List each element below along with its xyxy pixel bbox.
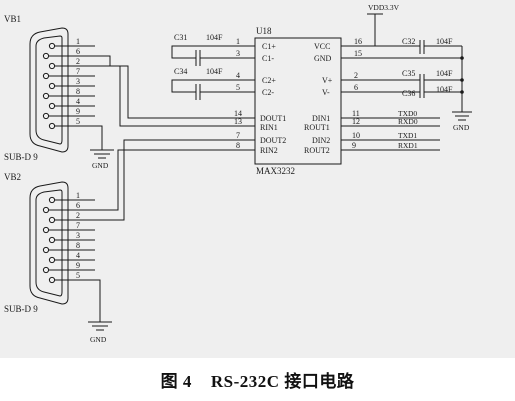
svg-text:5: 5 bbox=[236, 83, 240, 92]
ic-ref: U18 bbox=[256, 26, 272, 36]
svg-text:3: 3 bbox=[236, 49, 240, 58]
svg-text:7: 7 bbox=[236, 131, 240, 140]
svg-text:6: 6 bbox=[76, 201, 80, 210]
svg-text:DOUT1: DOUT1 bbox=[260, 114, 286, 123]
vdd-label: VDD3.3V bbox=[368, 3, 400, 12]
svg-text:5: 5 bbox=[76, 271, 80, 280]
connector-vb1-ref: VB1 bbox=[4, 14, 21, 24]
connector-vb2-pin-labels: 1 6 2 7 3 8 4 9 5 bbox=[76, 191, 80, 280]
svg-text:6: 6 bbox=[354, 83, 358, 92]
svg-text:7: 7 bbox=[76, 221, 80, 230]
connector-vb1-pin-labels: 1 6 2 7 3 8 4 9 5 bbox=[76, 37, 80, 126]
svg-text:GND: GND bbox=[314, 54, 332, 63]
svg-text:V-: V- bbox=[322, 88, 330, 97]
cap-c36-ref: C36 bbox=[402, 89, 415, 98]
net-rxd0: RXD0 bbox=[398, 117, 418, 126]
svg-text:6: 6 bbox=[76, 47, 80, 56]
cap-c31-value: 104F bbox=[206, 33, 223, 42]
svg-text:V+: V+ bbox=[322, 76, 333, 85]
svg-text:12: 12 bbox=[352, 117, 360, 126]
svg-text:1: 1 bbox=[236, 37, 240, 46]
svg-text:11: 11 bbox=[352, 109, 360, 118]
cap-c32-value: 104F bbox=[436, 37, 453, 46]
gnd-label-vb2: GND bbox=[90, 335, 107, 344]
svg-text:1: 1 bbox=[76, 37, 80, 46]
connector-vb2-type: SUB-D 9 bbox=[4, 304, 38, 314]
svg-text:2: 2 bbox=[76, 57, 80, 66]
svg-text:4: 4 bbox=[236, 71, 240, 80]
svg-text:13: 13 bbox=[234, 117, 242, 126]
net-rxd1: RXD1 bbox=[398, 141, 418, 150]
svg-text:2: 2 bbox=[76, 211, 80, 220]
ic-part: MAX3232 bbox=[256, 166, 295, 176]
ic-left-pin-names: C1+ C1- C2+ C2- DOUT1 RIN1 DOUT2 RIN2 bbox=[260, 42, 286, 155]
cap-c31-ref: C31 bbox=[174, 33, 187, 42]
svg-text:16: 16 bbox=[354, 37, 362, 46]
ic-right-pin-names: VCC GND V+ V- DIN1 ROUT1 DIN2 ROUT2 bbox=[304, 42, 333, 155]
rs232-schematic: VB1 SUB-D 9 1 6 2 7 3 8 4 9 5 GND VB2 SU… bbox=[0, 0, 515, 358]
svg-text:5: 5 bbox=[76, 117, 80, 126]
svg-text:RIN1: RIN1 bbox=[260, 123, 278, 132]
svg-text:ROUT1: ROUT1 bbox=[304, 123, 330, 132]
svg-text:C2+: C2+ bbox=[262, 76, 276, 85]
svg-text:8: 8 bbox=[76, 241, 80, 250]
connector-vb2-body bbox=[29, 181, 69, 305]
svg-text:9: 9 bbox=[352, 141, 356, 150]
svg-text:2: 2 bbox=[354, 71, 358, 80]
svg-text:DOUT2: DOUT2 bbox=[260, 136, 286, 145]
svg-text:7: 7 bbox=[76, 67, 80, 76]
svg-text:10: 10 bbox=[352, 131, 360, 140]
gnd-label-ic: GND bbox=[453, 123, 470, 132]
svg-text:3: 3 bbox=[76, 77, 80, 86]
svg-text:C1-: C1- bbox=[262, 54, 274, 63]
net-txd0: TXD0 bbox=[398, 109, 417, 118]
svg-text:C1+: C1+ bbox=[262, 42, 276, 51]
svg-text:RIN2: RIN2 bbox=[260, 146, 278, 155]
svg-text:C2-: C2- bbox=[262, 88, 274, 97]
svg-text:ROUT2: ROUT2 bbox=[304, 146, 330, 155]
cap-c35-ref: C35 bbox=[402, 69, 415, 78]
svg-text:14: 14 bbox=[234, 109, 242, 118]
ic-max3232-body bbox=[254, 37, 342, 165]
connector-vb1-type: SUB-D 9 bbox=[4, 152, 38, 162]
svg-text:1: 1 bbox=[76, 191, 80, 200]
connector-vb2-ref: VB2 bbox=[4, 172, 21, 182]
svg-text:15: 15 bbox=[354, 49, 362, 58]
connector-vb1-body bbox=[29, 27, 69, 153]
svg-text:8: 8 bbox=[76, 87, 80, 96]
svg-text:4: 4 bbox=[76, 97, 80, 106]
svg-text:9: 9 bbox=[76, 107, 80, 116]
svg-text:4: 4 bbox=[76, 251, 80, 260]
cap-c35-value: 104F bbox=[436, 69, 453, 78]
cap-c34-ref: C34 bbox=[174, 67, 187, 76]
cap-c36-value: 104F bbox=[436, 85, 453, 94]
figure-caption: 图 4 RS-232C 接口电路 bbox=[0, 360, 515, 398]
figure-number: 图 4 bbox=[160, 371, 192, 391]
svg-text:DIN1: DIN1 bbox=[312, 114, 330, 123]
cap-c34-value: 104F bbox=[206, 67, 223, 76]
ic-left-pin-numbers: 1 3 4 5 14 13 7 8 bbox=[234, 37, 242, 150]
svg-text:8: 8 bbox=[236, 141, 240, 150]
ic-right-pin-numbers: 16 15 2 6 11 12 10 9 bbox=[352, 37, 362, 150]
svg-text:3: 3 bbox=[76, 231, 80, 240]
svg-text:DIN2: DIN2 bbox=[312, 136, 330, 145]
net-txd1: TXD1 bbox=[398, 131, 417, 140]
junction-dots bbox=[460, 56, 464, 94]
svg-text:VCC: VCC bbox=[314, 42, 330, 51]
figure-title: RS-232C 接口电路 bbox=[210, 371, 355, 391]
cap-c32-ref: C32 bbox=[402, 37, 415, 46]
svg-text:9: 9 bbox=[76, 261, 80, 270]
connector-vb1-pins bbox=[42, 42, 95, 130]
connector-vb2-pins bbox=[42, 196, 95, 284]
gnd-label-vb1: GND bbox=[92, 161, 109, 170]
